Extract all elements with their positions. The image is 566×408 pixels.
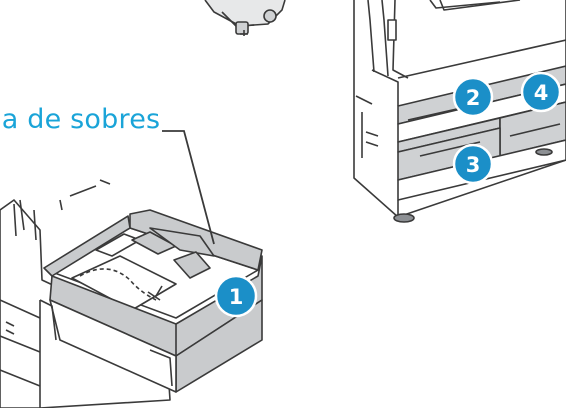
tray-badge-3-number: 3 [466,153,481,177]
callout-leader-line [162,130,215,245]
envelope-tray-callout-label: ja de sobres [0,104,161,135]
tray-badge-3: 3 [452,143,494,185]
tray-badge-4-number: 4 [534,81,549,105]
tray-badge-4: 4 [520,71,562,113]
tray-badge-2-number: 2 [466,86,481,110]
tray-badge-1: 1 [214,274,258,318]
tray-badge-2: 2 [452,76,494,118]
printer-base-fragment [204,0,286,36]
open-tray-1 [39,209,263,393]
tray-badge-1-number: 1 [229,285,244,309]
